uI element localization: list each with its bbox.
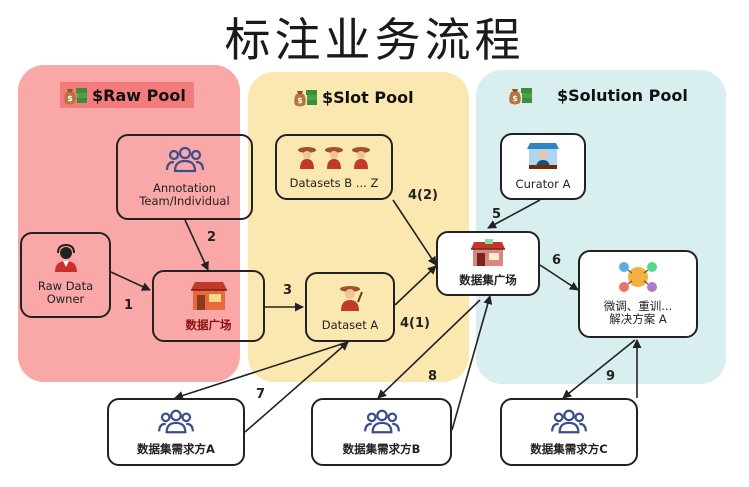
demand-b-node[interactable]: 数据集需求方B — [311, 398, 452, 466]
demand-a-label: 数据集需求方A — [137, 441, 215, 456]
step-4-2-label: 4(2) — [408, 188, 438, 203]
curator-shop-icon — [525, 141, 561, 175]
arrow-5 — [487, 199, 541, 229]
people-group-icon — [550, 408, 588, 440]
svg-text:$: $ — [67, 94, 73, 103]
arrow-9-back — [562, 339, 636, 399]
people-group-icon — [165, 145, 204, 179]
demand-b-label: 数据集需求方B — [342, 441, 421, 456]
arrow-1 — [110, 271, 151, 291]
raw-pool-title: $Raw Pool — [92, 85, 186, 105]
arrow-8-back — [377, 299, 481, 399]
step-8-label: 8 — [428, 369, 438, 384]
raw-pool-label: $ $Raw Pool — [60, 82, 194, 108]
dataset-marketplace-label: 数据集广场 — [459, 273, 517, 287]
people-group-icon — [157, 408, 195, 440]
dataset-a-label: Dataset A — [321, 317, 379, 332]
cowboy-icon — [336, 282, 364, 316]
step-5-label: 5 — [492, 207, 502, 222]
svg-text:$: $ — [297, 96, 303, 105]
storefront-icon — [468, 239, 508, 271]
arrow-6 — [539, 264, 579, 291]
solution-pool-title: $Solution Pool — [557, 85, 688, 105]
arrow-8 — [451, 295, 493, 431]
raw-pool — [18, 65, 240, 382]
demand-c-node[interactable]: 数据集需求方C — [500, 398, 638, 466]
curator-a-label: Curator A — [515, 177, 571, 191]
solution-a-node[interactable]: 微调、重训... 解决方案 A — [578, 250, 698, 338]
svg-text:$: $ — [512, 94, 518, 103]
step-4-1-label: 4(1) — [400, 316, 430, 331]
raw-data-owner-label: Raw Data Owner — [37, 278, 94, 307]
arrow-4-1 — [394, 265, 437, 306]
money-bag-icon: $ — [62, 84, 88, 106]
money-bag-icon: $ — [292, 86, 318, 108]
solution-a-label: 微调、重训... 解决方案 A — [603, 298, 673, 327]
network-solution-icon — [618, 261, 658, 297]
annotation-team-node[interactable]: Annotation Team/Individual — [116, 134, 253, 220]
datasets-bz-node[interactable]: Datasets B ... Z — [275, 134, 393, 200]
step-1-label: 1 — [124, 298, 134, 313]
support-person-icon — [51, 243, 81, 277]
raw-data-owner-node[interactable]: Raw Data Owner — [20, 232, 111, 318]
slot-pool-title: $Slot Pool — [322, 87, 414, 107]
arrow-2 — [184, 219, 209, 271]
step-7-label: 7 — [256, 387, 266, 402]
step-3-label: 3 — [283, 283, 293, 298]
dataset-a-node[interactable]: Dataset A — [305, 272, 395, 342]
diagram-title: 标注业务流程 — [224, 13, 525, 67]
step-2-label: 2 — [207, 230, 217, 245]
arrow-7 — [244, 341, 349, 433]
step-9-label: 9 — [606, 369, 616, 384]
annotation-team-label: Annotation Team/Individual — [139, 180, 230, 209]
cowboy-icon — [294, 144, 374, 174]
raw-marketplace-label: 数据广场 — [185, 317, 232, 332]
datasets-bz-label: Datasets B ... Z — [289, 175, 379, 190]
curator-a-node[interactable]: Curator A — [500, 133, 586, 200]
demand-a-node[interactable]: 数据集需求方A — [107, 398, 245, 466]
money-bag-icon: $ — [507, 84, 533, 106]
step-6-label: 6 — [552, 253, 562, 268]
solution-pool-label: $ $Solution Pool — [505, 82, 694, 108]
people-group-icon — [363, 408, 401, 440]
slot-pool-label: $ $Slot Pool — [290, 84, 420, 110]
raw-marketplace-node[interactable]: 数据广场 — [152, 270, 265, 342]
arrow-7-back — [174, 341, 349, 400]
slot-pool — [248, 72, 469, 382]
dataset-marketplace-node[interactable]: 数据集广场 — [436, 231, 540, 296]
storefront-icon — [189, 280, 229, 316]
demand-c-label: 数据集需求方C — [530, 441, 608, 456]
arrow-4-2 — [392, 199, 437, 266]
